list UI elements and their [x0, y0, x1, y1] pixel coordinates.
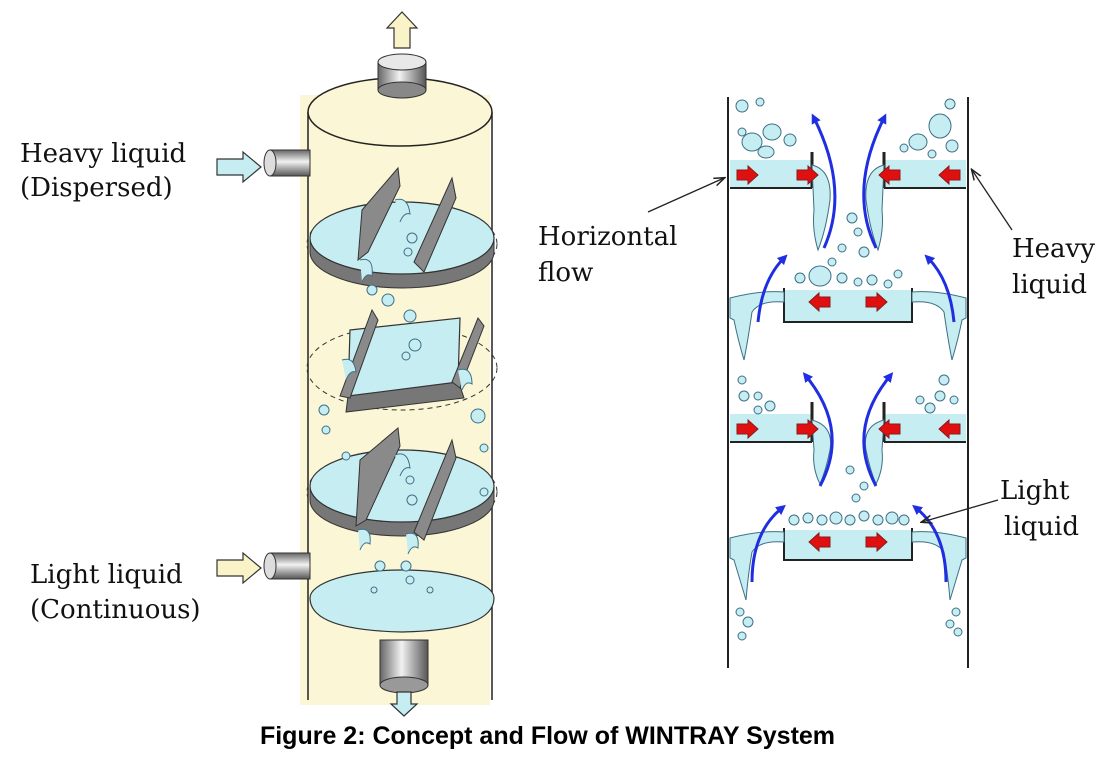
heavy-liquid-right-label: liquid	[1012, 270, 1087, 300]
heavy-liquid-inlet-arrow	[216, 150, 262, 184]
top-outlet-pipe	[377, 53, 427, 99]
flow-detail-panel	[727, 97, 969, 668]
bottom-liquid-pool	[309, 569, 495, 633]
bottom-outlet-arrow	[389, 691, 419, 717]
center-tray-row-4	[729, 528, 967, 601]
dispersed-label: (Dispersed)	[20, 173, 173, 203]
light-label: Light	[1000, 476, 1070, 506]
flow-label: flow	[538, 258, 594, 288]
droplets-right	[735, 97, 963, 641]
horizontal-label: Horizontal	[538, 222, 678, 252]
top-outlet-arrow	[385, 11, 419, 49]
heavy-liquid-label: Heavy liquid	[20, 139, 187, 169]
bottom-outlet-pipe	[379, 639, 429, 694]
light-liquid-flow-arrows	[750, 113, 956, 583]
tray-lower	[306, 427, 498, 555]
heavy-label: Heavy	[1012, 234, 1095, 264]
continuous-label: (Continuous)	[30, 595, 201, 625]
light-liquid-right-label: liquid	[1004, 512, 1079, 542]
heavy-liquid-inlet-pipe	[263, 149, 311, 177]
light-liquid-inlet-pipe	[263, 552, 311, 580]
light-liquid-label: Light liquid	[30, 560, 183, 590]
side-tray-row-1	[730, 152, 966, 252]
tray-upper	[306, 166, 498, 289]
light-liquid-inlet-arrow	[216, 551, 262, 585]
label-pointers	[647, 170, 1013, 522]
horizontal-flow-arrows	[736, 164, 961, 553]
figure-caption: Figure 2: Concept and Flow of WINTRAY Sy…	[259, 722, 836, 750]
droplets-left	[318, 232, 489, 594]
center-tray-row-2	[729, 288, 967, 361]
